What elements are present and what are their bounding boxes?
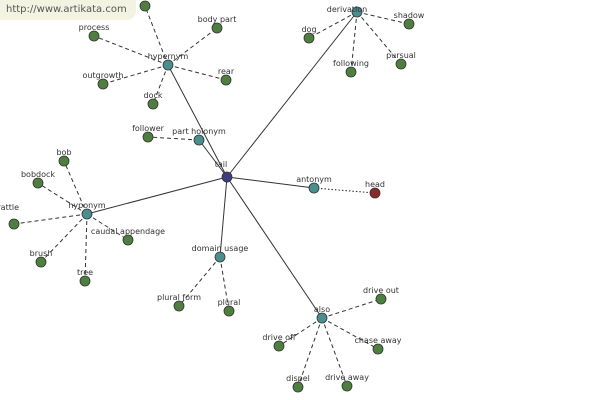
word-following-label: following [333,59,369,68]
word-shadow-node[interactable] [403,18,415,30]
word-process-label: process [79,23,110,32]
word-drive-out-node[interactable] [375,293,387,305]
word-dock-node[interactable] [147,98,159,110]
word-rattle-node[interactable] [8,218,20,230]
edge-hypernym-process [93,35,169,66]
word-rse-node[interactable] [139,0,151,12]
relation-hyponym-node[interactable] [81,208,93,220]
relation-domain-usage-label: domain usage [192,244,249,253]
relation-also-node[interactable] [316,312,328,324]
edge-tail-antonym [226,176,315,189]
edge-domain-usage-plural-form [178,256,221,307]
relation-also-label: also [314,305,330,314]
word-drive-away-node[interactable] [341,380,353,392]
center-word-tail-node[interactable] [221,171,233,183]
edge-tail-also [226,176,323,319]
word-tree-node[interactable] [79,275,91,287]
relation-antonym-label: antonym [296,175,332,184]
edge-hyponym-rattle [13,213,88,225]
word-chase-away-label: chase away [354,336,401,345]
relation-part-holonym-node[interactable] [193,134,205,146]
word-dispel-label: dispel [286,374,310,383]
site-url-link[interactable]: http://www.artikata.com [0,0,136,20]
word-rse-label: rse [139,0,151,2]
edge-part-holonym-follower [147,136,200,141]
edge-tail-domain-usage [219,176,228,258]
edge-derivation-pursual [356,11,402,65]
relation-domain-usage-node[interactable] [214,251,226,263]
edge-hypernym-outgrowth [102,64,169,85]
edge-tail-hypernym [167,64,228,178]
edge-hypernym-body-part [167,27,218,66]
edge-hyponym-caudal-appendage [86,213,129,241]
word-drive-out-label: drive out [363,286,399,295]
edge-also-drive-off [278,317,323,347]
word-outgrowth-label: outgrowth [83,71,124,80]
edges-layer [13,5,410,388]
word-plural-form-node[interactable] [173,300,185,312]
word-brush-label: brush [30,249,53,258]
relation-hypernym-label: hypernym [148,52,189,61]
edge-hyponym-bob [63,160,88,215]
word-plural-form-label: plural form [157,293,201,302]
word-outgrowth-node[interactable] [97,78,109,90]
edge-tail-derivation [226,11,358,178]
word-following-node[interactable] [345,66,357,78]
word-brush-node[interactable] [35,256,47,268]
edge-also-drive-away [321,317,348,387]
edge-also-dispel [297,317,323,388]
word-tree-label: tree [77,268,93,277]
word-pursual-node[interactable] [395,58,407,70]
word-chase-away-node[interactable] [372,343,384,355]
word-rattle-label: rattle [0,203,19,212]
edge-derivation-shadow [356,11,410,25]
word-body-part-node[interactable] [211,22,223,34]
nodes-layer: rse process body part outgrowth rear dock dog s… [0,0,425,393]
word-drive-away-label: drive away [325,373,369,382]
word-dog-node[interactable] [303,32,315,44]
relation-antonym-node[interactable] [308,182,320,194]
word-plural-label: plural [218,298,241,307]
edge-hypernym-rse [144,5,169,66]
edge-hyponym-bobdock [37,182,88,215]
edge-hypernym-rear [167,64,227,81]
word-bobdock-label: bobdock [21,170,55,179]
word-caudal-appendage-node[interactable] [122,234,134,246]
word-drive-off-node[interactable] [273,340,285,352]
edge-also-chase-away [321,317,379,350]
word-rear-label: rear [218,67,235,76]
edge-domain-usage-plural [219,256,230,312]
word-drive-off-label: drive off [262,333,296,342]
word-rear-node[interactable] [220,74,232,86]
word-body-part-label: body part [198,15,237,24]
word-plural-node[interactable] [223,305,235,317]
edge-also-drive-out [321,298,382,319]
word-follower-label: follower [132,124,165,133]
word-caudal-appendage-label: caudal appendage [91,227,165,236]
word-bob-node[interactable] [58,155,70,167]
word-dispel-node[interactable] [292,381,304,393]
relation-hyponym-label: hyponym [68,201,106,210]
word-dog-label: dog [301,25,316,34]
edge-derivation-following [350,11,358,73]
relation-derivation-label: derivation [327,5,367,14]
word-shadow-label: shadow [394,11,425,20]
edge-derivation-dog [308,11,358,39]
word-head-label: head [365,180,385,189]
word-dock-label: dock [143,91,162,100]
word-bob-label: bob [56,148,71,157]
edge-tail-part-holonym [198,139,228,178]
word-follower-node[interactable] [142,131,154,143]
relation-derivation-node[interactable] [351,6,363,18]
center-word-tail-label: tail [215,160,227,169]
relation-hypernym-node[interactable] [162,59,174,71]
word-pursual-label: pursual [386,51,416,60]
word-head-node[interactable] [369,187,381,199]
relation-part-holonym-label: part holonym [172,127,226,136]
word-process-node[interactable] [88,30,100,42]
edge-tail-hyponym [86,176,228,215]
word-bobdock-node[interactable] [32,177,44,189]
